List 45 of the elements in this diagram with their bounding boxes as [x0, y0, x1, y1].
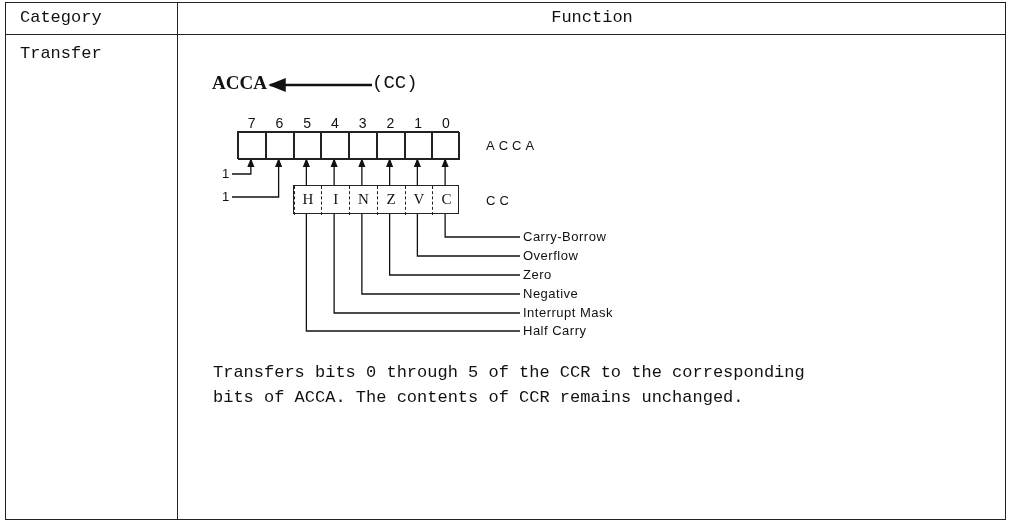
flag-name: Carry-Borrow	[523, 229, 607, 245]
bit-number: 5	[302, 115, 313, 131]
bit-number: 4	[329, 115, 341, 131]
column-heading: Category	[20, 8, 102, 27]
leader-line	[361, 213, 521, 295]
arrow	[413, 158, 421, 186]
flag-name: Zero	[523, 267, 552, 283]
flag-bit-cell: N	[349, 186, 377, 215]
register-label: CC	[486, 192, 513, 209]
arrow	[231, 158, 255, 175]
flag-bit-cell: Z	[376, 186, 405, 215]
leader-line	[416, 213, 521, 257]
leader-line	[389, 213, 521, 276]
column-heading: Function	[550, 8, 634, 27]
arrow	[386, 158, 394, 186]
flag-bit-cell: C	[432, 186, 460, 215]
leader-line	[305, 213, 521, 332]
arrow	[268, 78, 372, 92]
bit-number: 6	[274, 115, 285, 131]
register-label: ACCA	[486, 138, 539, 154]
description-text: Transfers bits 0 through 5 of the CCR to the corresponding bits of ACCA. The contents of CCR remains unchanged.	[213, 362, 806, 409]
constant-value: 1	[222, 189, 230, 205]
leader-line	[333, 213, 521, 314]
flag-bit-cell: I	[321, 186, 349, 215]
operand-text: (CC)	[372, 72, 422, 98]
flag-name: Half Carry	[523, 323, 587, 339]
flag-name: Interrupt Mask	[523, 305, 614, 321]
bit-number: 1	[413, 115, 424, 131]
arrow	[231, 158, 283, 198]
arrow	[358, 158, 366, 186]
bit-number: 7	[246, 115, 257, 131]
bit-number: 0	[440, 115, 452, 131]
category-name: Transfer	[20, 44, 102, 63]
bit-number: 3	[357, 115, 368, 131]
register-name: ACCA	[212, 72, 270, 98]
flag-name: Overflow	[523, 248, 579, 264]
flag-name: Negative	[523, 286, 579, 302]
flag-bit-cell: H	[293, 186, 322, 215]
arrow	[302, 158, 310, 186]
arrow	[330, 158, 338, 186]
leader-line	[444, 213, 521, 238]
arrow	[441, 158, 449, 186]
flag-bit-cell: V	[404, 186, 433, 215]
constant-value: 1	[222, 166, 230, 182]
bit-number: 2	[385, 115, 396, 131]
